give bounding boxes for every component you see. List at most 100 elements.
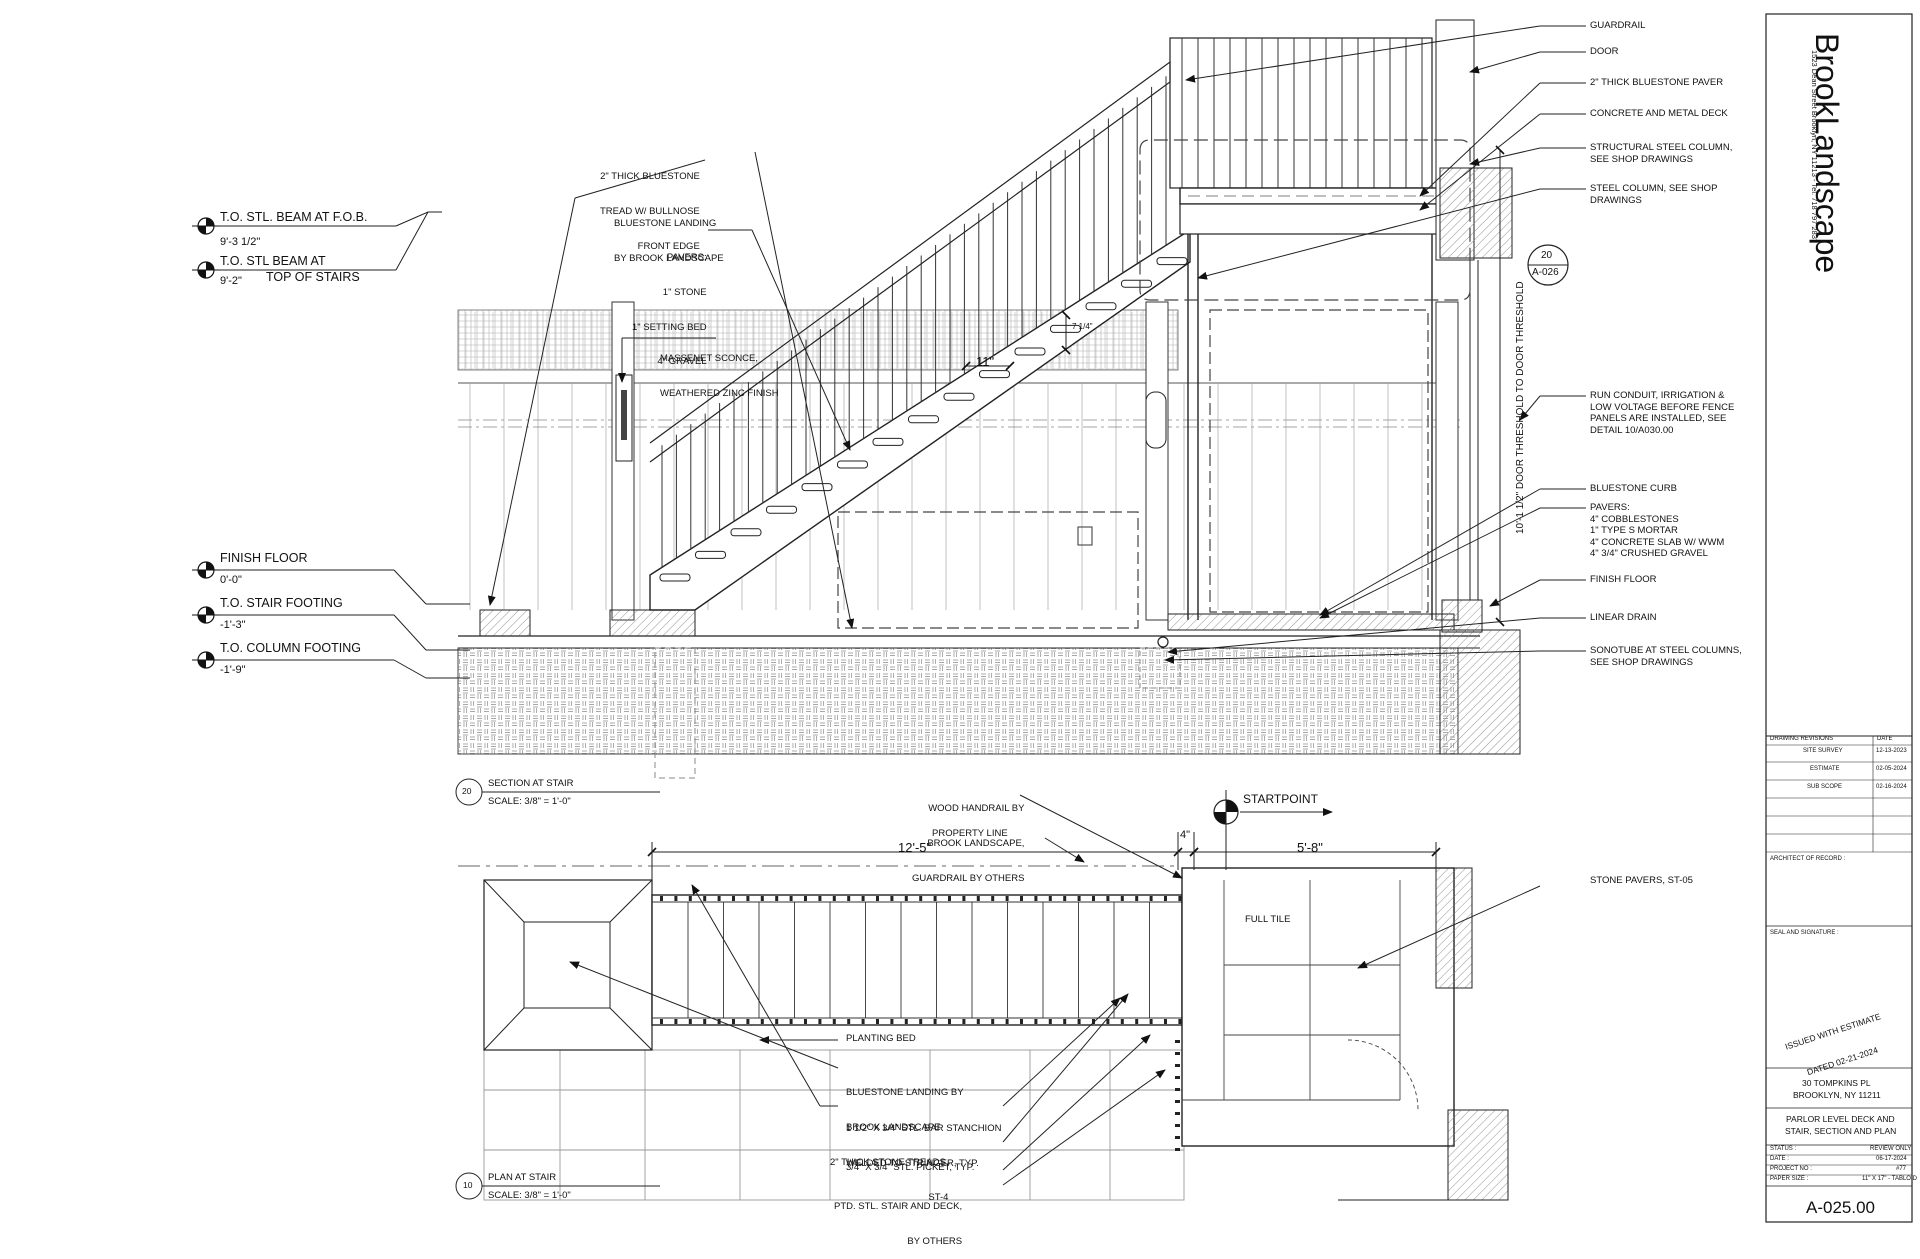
right-note-12: SONOTUBE AT STEEL COLUMNS,SEE SHOP DRAWI… <box>1590 645 1742 668</box>
section-title-number: 20 <box>462 786 472 796</box>
date-value: 06-17-2024 <box>1876 1156 1907 1162</box>
revision-label-3: SUB SCOPE <box>1807 784 1843 790</box>
stair-guardrail <box>661 76 1167 568</box>
stair-tread <box>801 483 833 492</box>
right-note-1: GUARDRAIL <box>1590 20 1646 31</box>
stair-tread <box>659 573 691 582</box>
sheet-title-2: STAIR, SECTION AND PLAN <box>1785 1126 1897 1136</box>
picket-label: 3/4" X 3/4" STL. PICKET, TYP. <box>846 1162 975 1173</box>
stair-tread <box>979 370 1010 379</box>
plan-title: PLAN AT STAIR <box>488 1172 557 1183</box>
level-symbol <box>192 217 220 235</box>
level-elev-4: -1'-3" <box>220 619 246 631</box>
title-block-frame <box>1765 13 1913 1223</box>
sheet-title-1: PARLOR LEVEL DECK AND <box>1786 1114 1895 1124</box>
right-note-2: DOOR <box>1590 46 1619 57</box>
dim-stair: 12'-5" <box>898 840 932 855</box>
riser-dim: 7 1/4" <box>1072 322 1093 331</box>
note-pavers-left: PAVERS: 1" STONE 1" SETTING BED 4" GRAVE… <box>632 252 707 368</box>
level-name-5: T.O. COLUMN FOOTING <box>220 641 361 655</box>
level-symbol <box>192 561 220 579</box>
level-markers <box>200 211 470 679</box>
detail-tag-number: 20 <box>1541 250 1553 261</box>
right-note-11: LINEAR DRAIN <box>1590 612 1657 623</box>
revisions-header: DRAWING REVISIONS <box>1770 736 1834 742</box>
stair-deck-label: PTD. STL. STAIR AND DECK, BY OTHERS <box>834 1201 963 1247</box>
status-label: STATUS : <box>1770 1146 1797 1152</box>
plan-scale: SCALE: 3/8" = 1'-0" <box>488 1190 571 1201</box>
revision-date-2: 02-05-2024 <box>1876 766 1907 772</box>
level-elev-3: 0'-0" <box>220 574 242 586</box>
treads-label: 2" THICK STONE TREADS, ST-4 <box>830 1157 949 1203</box>
section-scale: SCALE: 3/8" = 1'-0" <box>488 796 571 807</box>
level-elev-2: 9'-2" <box>220 275 242 287</box>
right-note-8: BLUESTONE CURB <box>1590 483 1677 494</box>
stair-tread <box>1014 347 1046 356</box>
level-name-3: FINISH FLOOR <box>220 551 308 565</box>
revision-label-1: SITE SURVEY <box>1803 748 1843 754</box>
stair-tread <box>1121 279 1152 288</box>
date-header: DATE <box>1877 736 1893 742</box>
stamp-line-1: ISSUED WITH ESTIMATE <box>1783 1011 1882 1052</box>
full-tile-label: FULL TILE <box>1245 914 1291 925</box>
level-name-4: T.O. STAIR FOOTING <box>220 596 343 610</box>
sheet-number: A-025.00 <box>1806 1198 1875 1217</box>
level-name-1: T.O. STL. BEAM AT F.O.B. <box>220 210 368 224</box>
plan-landing <box>1181 867 1455 1147</box>
stair-tread <box>766 505 797 514</box>
right-note-10: FINISH FLOOR <box>1590 574 1657 585</box>
tread-depth-dim: 11" <box>976 354 995 369</box>
level-symbol <box>192 261 220 279</box>
stair-tread <box>695 550 726 559</box>
right-note-3: 2" THICK BLUESTONE PAVER <box>1590 77 1724 88</box>
stanchion-label: 1 1/2" X 3/4" STL. BAR STANCHION WELDED … <box>846 1123 1002 1169</box>
deck-slab <box>1179 187 1443 205</box>
building-foundation <box>1439 629 1521 755</box>
stair-tread <box>943 392 975 401</box>
project-no-label: PROJECT NO : <box>1770 1166 1812 1172</box>
level-symbol <box>192 651 220 669</box>
stair-tread <box>908 415 939 424</box>
dim-landing: 5'-8" <box>1297 840 1323 855</box>
soil-hatch <box>457 647 1459 755</box>
level-symbol <box>192 606 220 624</box>
project-address-2: BROOKLYN, NY 11211 <box>1793 1090 1881 1100</box>
vertical-dim-text: 10'-1 1/2" DOOR THRESHOLD TO DOOR THRESH… <box>1515 281 1526 534</box>
status-value: REVIEW ONLY <box>1870 1146 1912 1152</box>
note-tread: 2" THICK BLUESTONE TREAD W/ BULLNOSE FRO… <box>600 171 700 252</box>
plan-landing-label: BLUESTONE LANDING BY BROOK LANDSCAPE <box>846 1087 964 1133</box>
revision-date-1: 12-13-2023 <box>1876 748 1907 754</box>
revision-label-2: ESTIMATE <box>1810 766 1840 772</box>
right-note-4: CONCRETE AND METAL DECK <box>1590 108 1728 119</box>
stair-tread <box>730 528 762 537</box>
stair-treads <box>659 257 1188 582</box>
section-title: SECTION AT STAIR <box>488 778 574 789</box>
revision-date-3: 02-16-2024 <box>1876 784 1907 790</box>
dim-gap: 4" <box>1180 829 1191 841</box>
paper-size-value: 11" X 17" - TABLOID <box>1862 1176 1917 1182</box>
plan-stair <box>651 894 1183 1026</box>
plan-leaders <box>569 794 1541 1186</box>
seal-label: SEAL AND SIGNATURE : <box>1770 930 1839 936</box>
stair-tread <box>837 460 868 469</box>
level-extra-2: TOP OF STAIRS <box>266 270 360 284</box>
section-leaders-right <box>1164 25 1586 664</box>
paper-size-label: PAPER SIZE : <box>1770 1176 1809 1182</box>
stone-pavers-label: STONE PAVERS, ST-05 <box>1590 875 1693 886</box>
property-line-label: PROPERTY LINE <box>932 828 1008 839</box>
firm-address: 1523 Dean Street Brooklyn, NY 11213 - Te… <box>1810 50 1819 244</box>
project-address-1: 30 TOMPKINS PL <box>1802 1078 1871 1088</box>
note-handrail: WOOD HANDRAIL BY BROOK LANDSCAPE, GUARDR… <box>912 803 1025 884</box>
project-no-value: #77 <box>1896 1166 1907 1172</box>
stair-tread <box>1085 302 1117 311</box>
planting-bed-label: PLANTING BED <box>846 1033 916 1044</box>
level-elev-1: 9'-3 1/2" <box>220 236 261 248</box>
startpoint-label: STARTPOINT <box>1243 792 1318 806</box>
date-label: DATE : <box>1770 1156 1789 1162</box>
architect-label: ARCHITECT OF RECORD : <box>1770 856 1846 862</box>
note-landing: BLUESTONE LANDING BY BROOK LANDSCAPE <box>614 218 724 264</box>
